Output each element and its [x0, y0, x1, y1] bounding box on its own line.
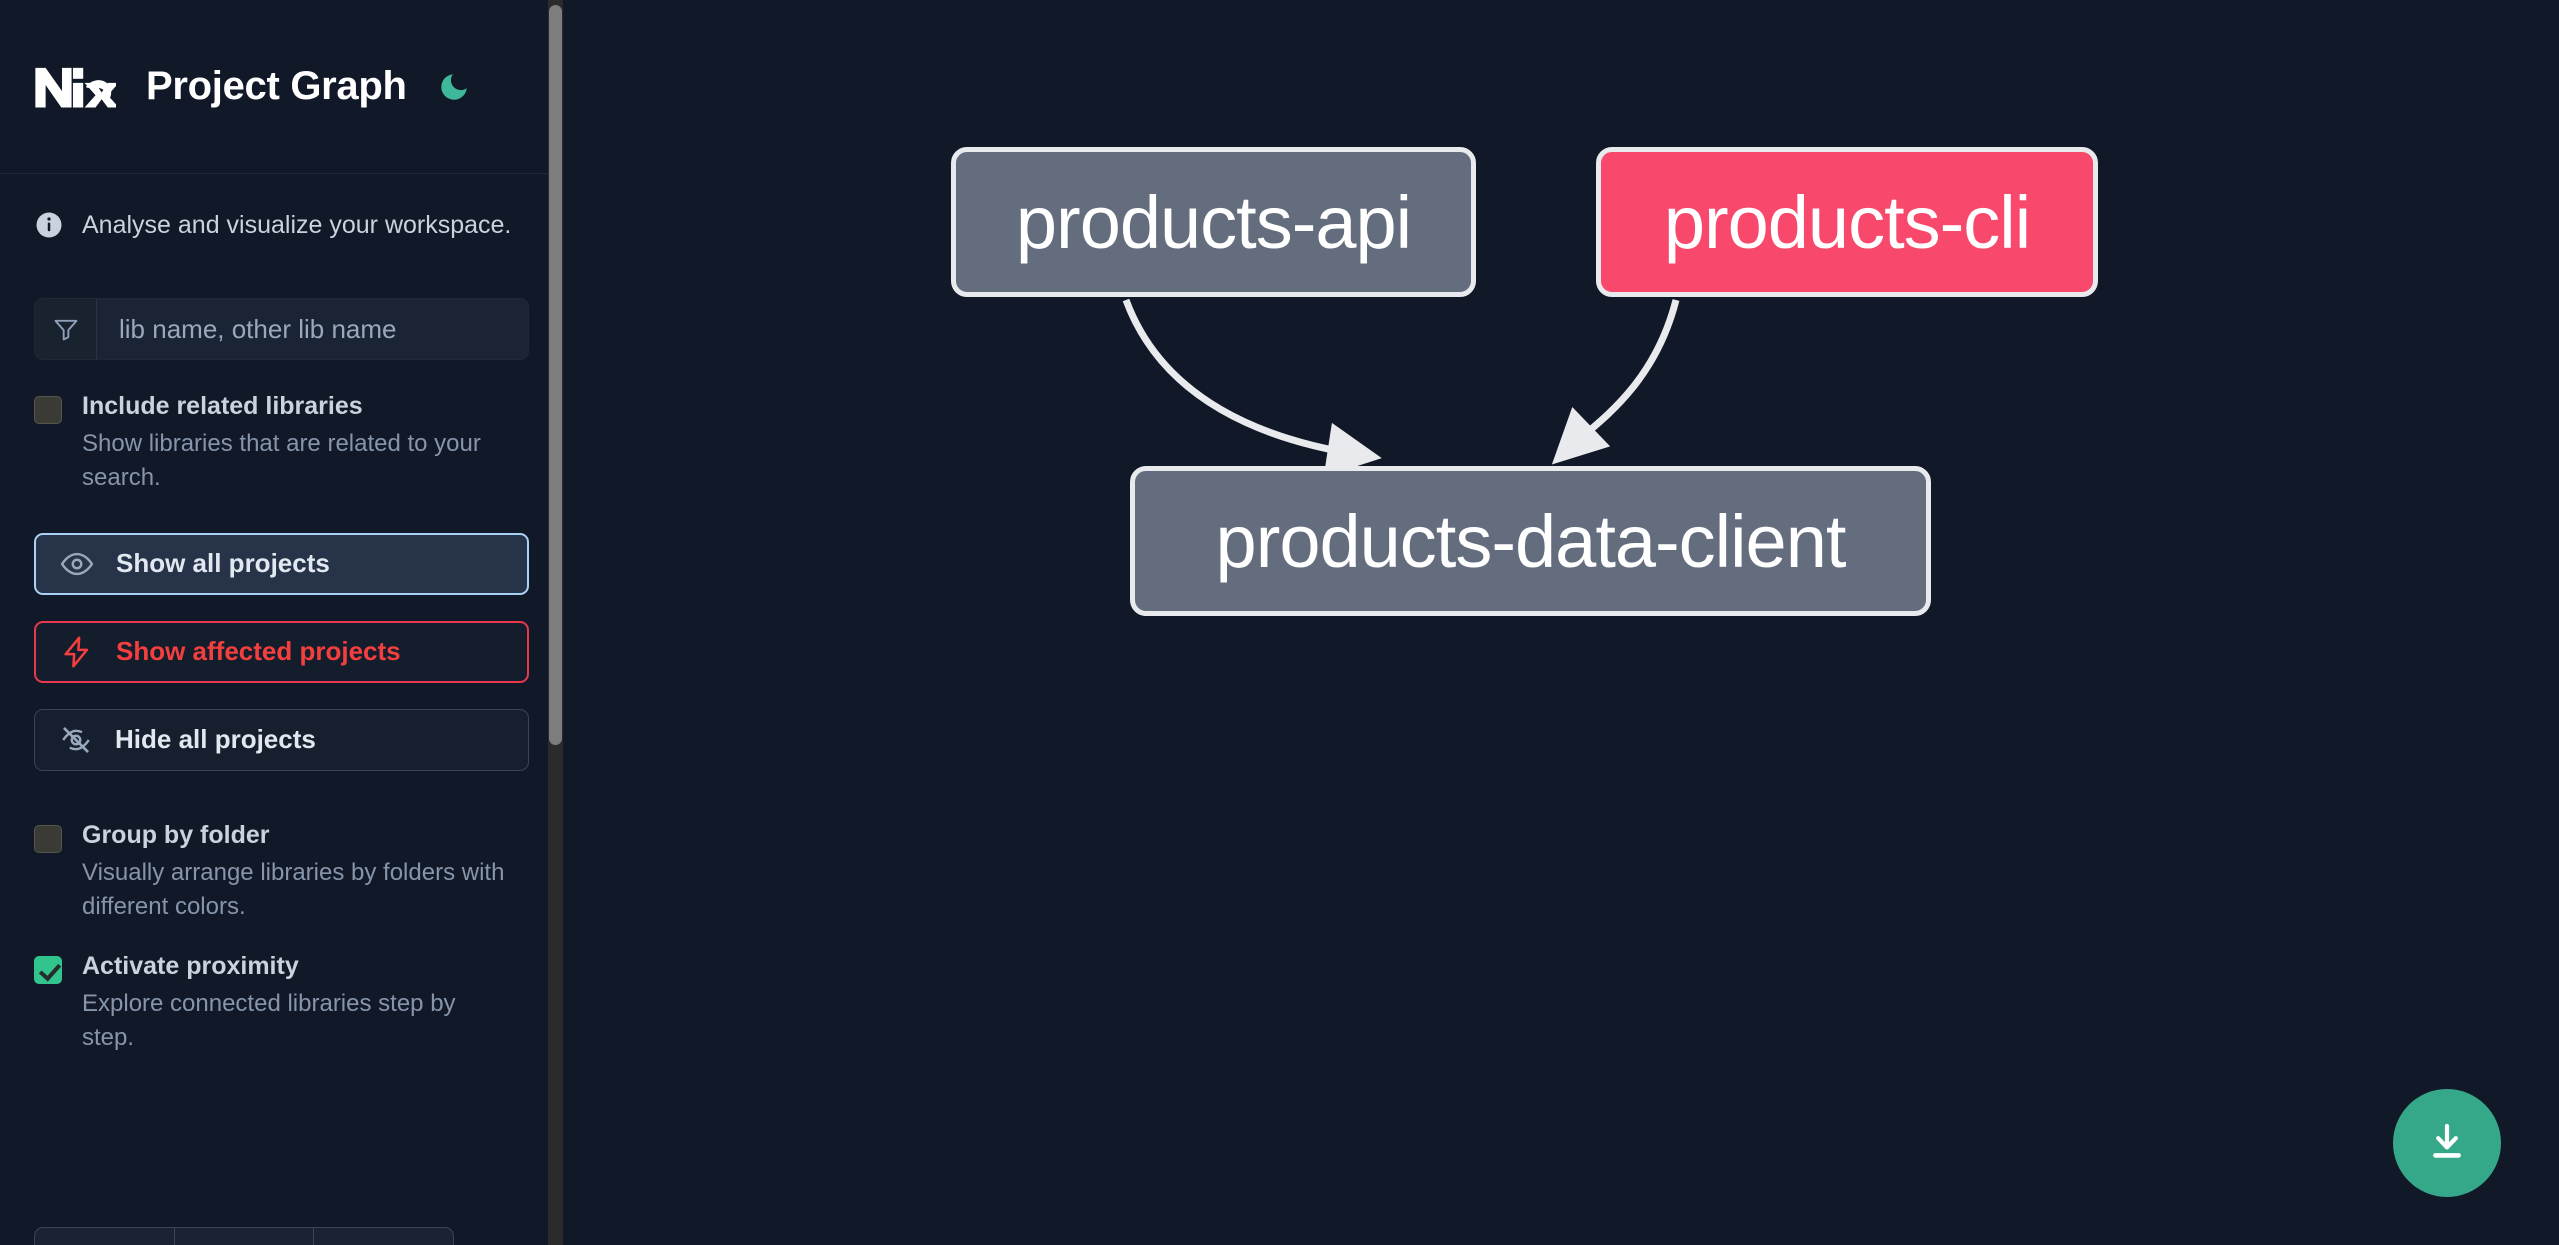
node-label: products-api: [1015, 180, 1412, 264]
sidebar-scrollbar-track[interactable]: [548, 0, 563, 1245]
filter-icon: [35, 299, 97, 359]
option-include-related-libraries[interactable]: Include related libraries Show libraries…: [34, 390, 529, 495]
graph-node-products-cli[interactable]: products-cli: [1596, 147, 2098, 297]
option-label: Include related libraries: [82, 392, 363, 420]
option-label: Activate proximity: [82, 951, 299, 980]
search-input[interactable]: [97, 299, 528, 359]
show-all-projects-label: Show all projects: [116, 548, 330, 579]
sidebar-header: Project Graph: [0, 0, 563, 174]
download-graph-button[interactable]: [2393, 1089, 2501, 1197]
page-title: Project Graph: [146, 64, 407, 108]
sidebar: Project Graph Analyse and visualize your…: [0, 0, 563, 1245]
info-icon: [36, 212, 62, 238]
download-icon: [2433, 1123, 2461, 1158]
include-related-libraries-checkbox[interactable]: [34, 396, 62, 424]
eye-off-icon: [62, 726, 90, 753]
tagline: Analyse and visualize your workspace.: [34, 174, 529, 250]
activate-proximity-checkbox[interactable]: [34, 955, 62, 984]
proximity-segment-2[interactable]: [175, 1228, 315, 1245]
search-field[interactable]: [34, 298, 529, 360]
moon-icon[interactable]: [433, 66, 475, 108]
show-all-projects-button[interactable]: Show all projects: [34, 532, 529, 595]
spacer: [34, 771, 529, 789]
sidebar-scrollbar-thumb[interactable]: [549, 5, 562, 745]
option-description: Visually arrange libraries by folders wi…: [82, 858, 505, 920]
node-label: products-data-client: [1215, 499, 1847, 583]
option-description: Explore connected libraries step by step…: [82, 989, 456, 1051]
proximity-segment-3[interactable]: [314, 1228, 453, 1245]
hide-all-projects-button[interactable]: Hide all projects: [34, 708, 529, 771]
node-label: products-cli: [1663, 180, 2031, 264]
tagline-text: Analyse and visualize your workspace.: [82, 210, 512, 239]
proximity-segment-1[interactable]: [35, 1228, 175, 1245]
proximity-step-button-group[interactable]: [34, 1227, 454, 1245]
graph-node-products-api[interactable]: products-api: [951, 147, 1476, 297]
edge-products-cli-to-products-data-client: [1551, 299, 1680, 465]
option-label: Group by folder: [82, 820, 270, 849]
graph-edges: [1122, 298, 1680, 477]
show-affected-projects-label: Show affected projects: [116, 636, 401, 667]
hide-all-projects-label: Hide all projects: [115, 724, 316, 755]
nx-logo[interactable]: [34, 62, 116, 112]
graph-node-products-data-client[interactable]: products-data-client: [1130, 466, 1931, 616]
option-activate-proximity[interactable]: Activate proximity Explore connected lib…: [34, 950, 529, 1055]
show-affected-projects-button[interactable]: Show affected projects: [34, 620, 529, 683]
sidebar-body: Analyse and visualize your workspace. In…: [0, 174, 563, 1245]
option-description: Show libraries that are related to your …: [82, 429, 481, 491]
eye-icon: [60, 552, 94, 576]
group-by-folder-checkbox[interactable]: [34, 824, 62, 853]
graph-canvas[interactable]: products-api products-cli products-data-…: [563, 0, 2559, 1245]
option-group-by-folder[interactable]: Group by folder Visually arrange librari…: [34, 819, 529, 924]
edge-products-api-to-products-data-client: [1122, 298, 1382, 477]
lightning-bolt-icon: [64, 636, 89, 668]
